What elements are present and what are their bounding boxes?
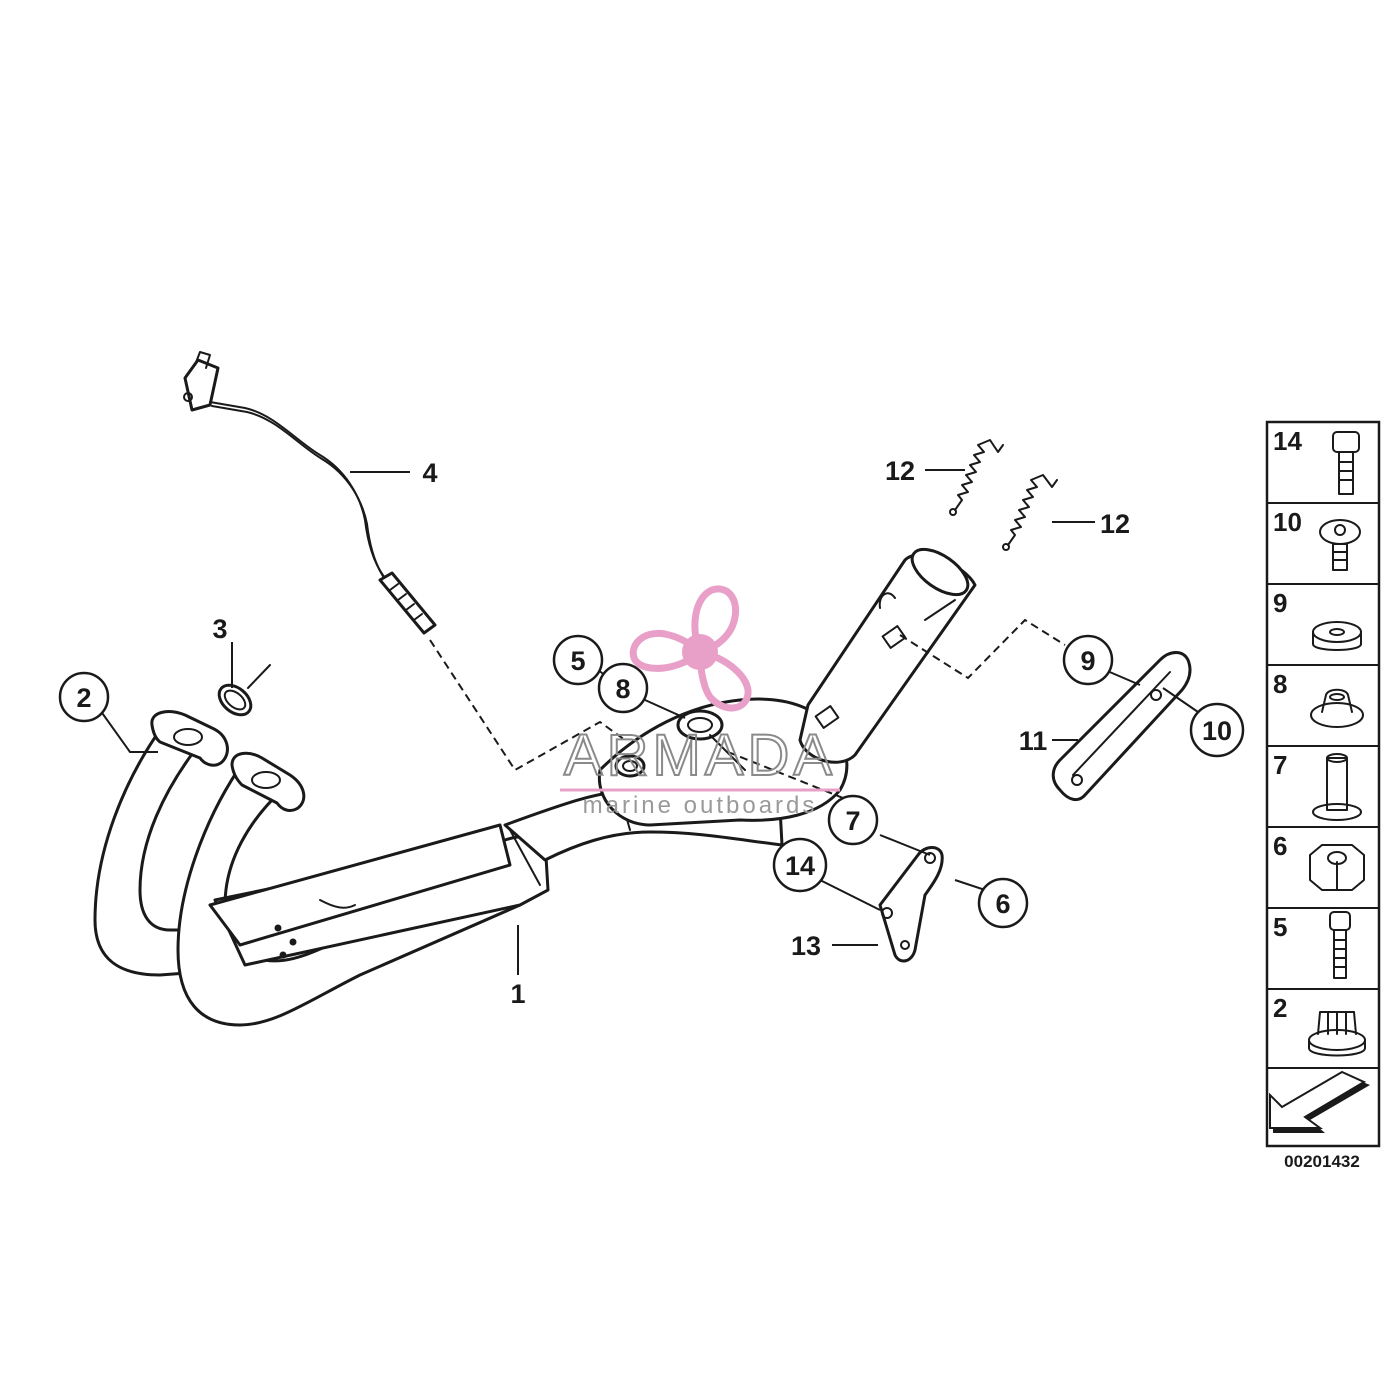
- legend-label-8: 8: [1273, 669, 1287, 699]
- callout-12-upper: 12: [885, 456, 915, 486]
- socket-head-screw-icon: [1329, 911, 1351, 979]
- callout-circle-5: [552, 634, 604, 686]
- leader-lines: [99, 469, 1199, 975]
- exhaust-manifold: [93, 697, 849, 1027]
- spacer-sleeve-icon: [1312, 753, 1362, 821]
- callout-5: 5: [570, 646, 585, 676]
- callout-11: 11: [1019, 726, 1048, 756]
- callout-circle-2: [58, 671, 110, 723]
- watermark-tagline: marine outboards: [583, 792, 818, 819]
- callout-circle-8: [597, 662, 649, 714]
- hardware-legend: 14 10 9 8 7: [1265, 420, 1381, 1148]
- callout-circle-7: [827, 794, 879, 846]
- mounting-bracket: [878, 846, 944, 963]
- callout-circle-9: [1062, 634, 1114, 686]
- callout-8: 8: [615, 674, 630, 704]
- rubber-washer-icon: [1312, 621, 1362, 651]
- legend-label-7: 7: [1273, 750, 1287, 780]
- callout-6: 6: [995, 889, 1010, 919]
- lambda-sensor: [183, 351, 437, 635]
- callout-10: 10: [1202, 716, 1232, 746]
- spring-upper: [949, 439, 1004, 516]
- spring-lower: [1002, 474, 1058, 551]
- diagram-code: 00201432: [1284, 1152, 1360, 1171]
- direction-arrow-icon: [1269, 1070, 1370, 1133]
- callout-circle-10: [1189, 702, 1245, 758]
- callout-13: 13: [791, 931, 821, 961]
- legend-label-9: 9: [1273, 588, 1287, 618]
- callout-1: 1: [510, 979, 525, 1009]
- callout-circle-14: [772, 837, 828, 893]
- callout-9: 9: [1080, 646, 1095, 676]
- watermark: ARMADA marine outboards: [560, 585, 840, 819]
- legend-label-5: 5: [1273, 912, 1287, 942]
- propeller-logo-icon: [629, 585, 752, 712]
- callout-12-lower: 12: [1100, 509, 1130, 539]
- gasket-ring: [217, 664, 271, 717]
- legend-label-6: 6: [1273, 831, 1287, 861]
- callout-3: 3: [212, 614, 227, 644]
- hex-nut-icon: [1309, 844, 1365, 891]
- callouts: 1 2 3 4 5 6 7 8 9 10 11 12 12 13 14: [58, 456, 1245, 1009]
- callout-circle-6: [977, 877, 1029, 929]
- callout-7: 7: [845, 806, 860, 836]
- watermark-brand: ARMADA: [564, 723, 836, 788]
- callout-4: 4: [422, 458, 437, 488]
- holding-strap: [1051, 651, 1192, 802]
- outlet-tube: [798, 547, 977, 764]
- torx-button-screw-icon: [1319, 519, 1361, 571]
- legend-label-14: 14: [1273, 426, 1302, 456]
- legend-label-2: 2: [1273, 993, 1287, 1023]
- callout-2: 2: [76, 683, 91, 713]
- callout-14: 14: [785, 851, 815, 881]
- collar-nut-icon: [1308, 1011, 1366, 1057]
- hex-socket-bolt-icon: [1332, 431, 1360, 495]
- rubber-grommet-icon: [1310, 688, 1364, 728]
- legend-label-10: 10: [1273, 507, 1302, 537]
